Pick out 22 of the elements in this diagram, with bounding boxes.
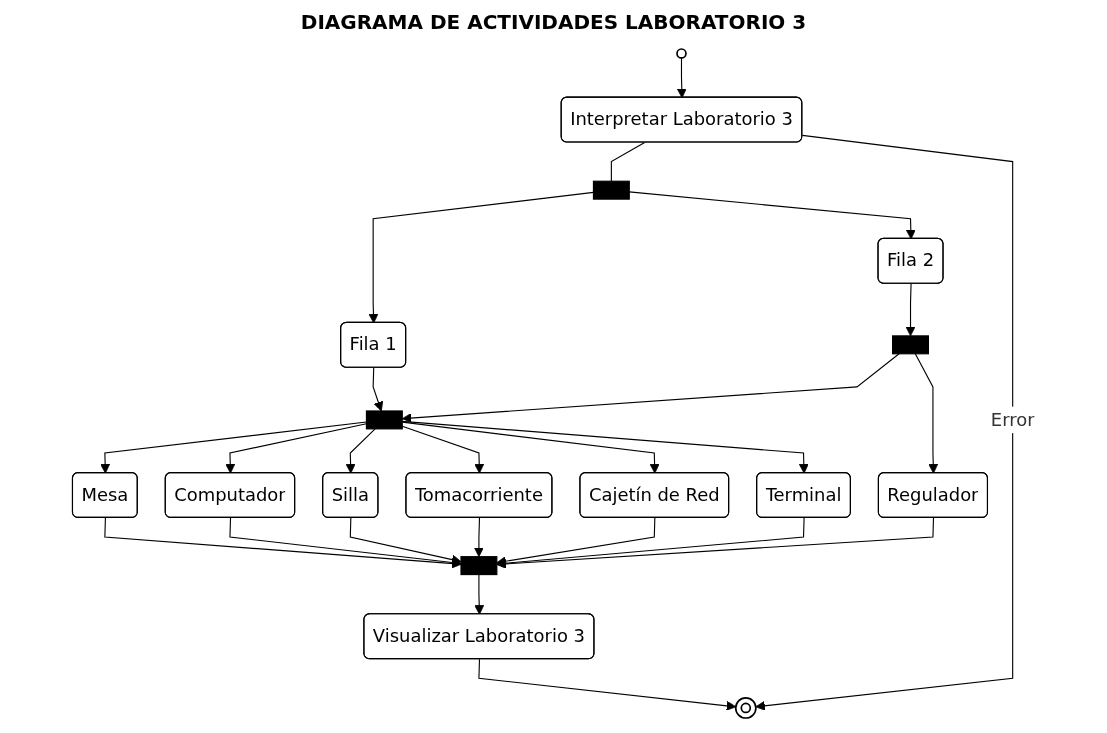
arrow	[372, 367, 384, 412]
arrow	[474, 517, 484, 558]
arrow	[478, 658, 737, 711]
arrow	[100, 421, 367, 474]
arrow	[755, 134, 1014, 711]
arrow	[914, 353, 939, 474]
node-circle	[676, 48, 687, 59]
connector	[610, 142, 646, 182]
node-circle	[734, 697, 757, 719]
arrow	[345, 428, 376, 474]
diagram-title: DIAGRAMA DE ACTIVIDADES LABORATORIO 3	[300, 10, 807, 34]
arrow	[368, 191, 594, 324]
node-bar	[365, 410, 403, 430]
arrow	[676, 57, 687, 99]
arrow	[474, 574, 485, 615]
node-bar	[892, 335, 929, 355]
arrow	[905, 283, 916, 337]
node-bar	[460, 556, 498, 576]
node-bar	[592, 180, 630, 200]
edge-label: Error	[990, 408, 1035, 431]
arrow	[225, 423, 367, 474]
arrow	[496, 517, 935, 569]
